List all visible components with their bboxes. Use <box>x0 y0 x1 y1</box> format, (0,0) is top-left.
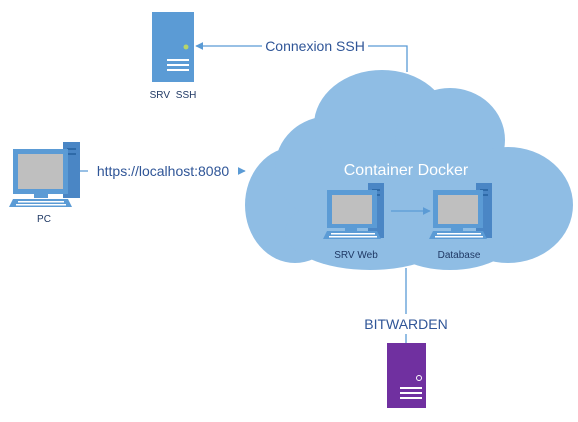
pc-label: PC <box>37 214 51 225</box>
server-tower-icon <box>152 12 194 82</box>
desktop-computer-icon <box>323 183 384 239</box>
cloud-title: Container Docker <box>344 162 469 179</box>
ssh-connector-label: Connexion SSH <box>265 38 365 54</box>
bitwarden-label: BITWARDEN <box>364 316 447 332</box>
https-label-bg <box>88 160 238 182</box>
srv-web-label: SRV Web <box>334 250 378 261</box>
server-tower-icon <box>387 343 426 408</box>
desktop-computer-icon <box>429 183 492 239</box>
ssh-label-bg <box>262 36 368 56</box>
https-connector-label: https://localhost:8080 <box>97 163 230 179</box>
database-label: Database <box>438 250 481 261</box>
desktop-computer-icon <box>9 142 80 207</box>
srv-ssh-label: SRV SSH <box>150 90 197 101</box>
bitwarden-label-bg <box>362 314 450 334</box>
